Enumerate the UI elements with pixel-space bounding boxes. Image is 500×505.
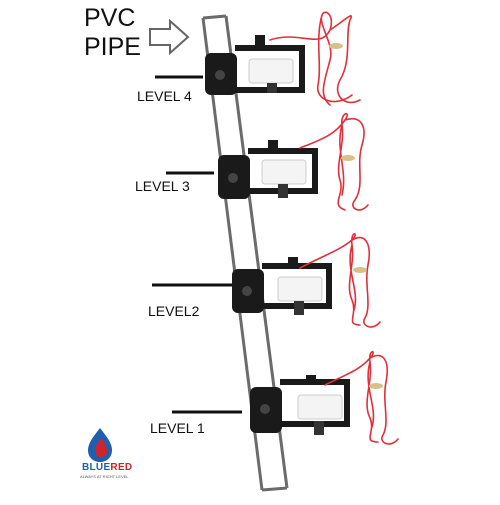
wire-bundle-level2 (299, 233, 381, 328)
wire-bundle-level4 (269, 11, 361, 106)
bluered-logo-icon (88, 428, 112, 462)
float-switch-level2 (232, 257, 332, 315)
level2-label: LEVEL2 (148, 303, 200, 319)
float-switch-level4 (205, 35, 305, 95)
pvc-pipe-label: PVC PIPE (84, 4, 141, 62)
wire-tie-level2 (353, 267, 367, 273)
pipe-bottom-cap (261, 486, 288, 492)
float-switch-level1 (250, 375, 350, 435)
level1-label: LEVEL 1 (150, 420, 205, 436)
wire-tie-level4 (329, 43, 343, 49)
brand-name-part2: RED (110, 462, 133, 473)
level3-label: LEVEL 3 (135, 178, 190, 194)
brand-name: BLUERED (82, 462, 132, 473)
wire-bundle-level3 (299, 112, 369, 211)
pvc-label-line1: PVC (84, 4, 136, 32)
float-switch-level3 (218, 140, 318, 199)
wire-bundle-level1 (324, 350, 399, 445)
brand-tagline: ALWAYS AT RIGHT LEVEL (80, 474, 129, 479)
wire-tie-level3 (341, 155, 355, 161)
pvc-label-line2: PIPE (84, 33, 141, 61)
brand-name-part1: BLUE (82, 462, 111, 473)
pipe-top-cap (202, 14, 227, 20)
arrow-right-icon (149, 18, 190, 56)
wire-tie-level1 (369, 383, 383, 389)
level4-label: LEVEL 4 (137, 88, 192, 104)
